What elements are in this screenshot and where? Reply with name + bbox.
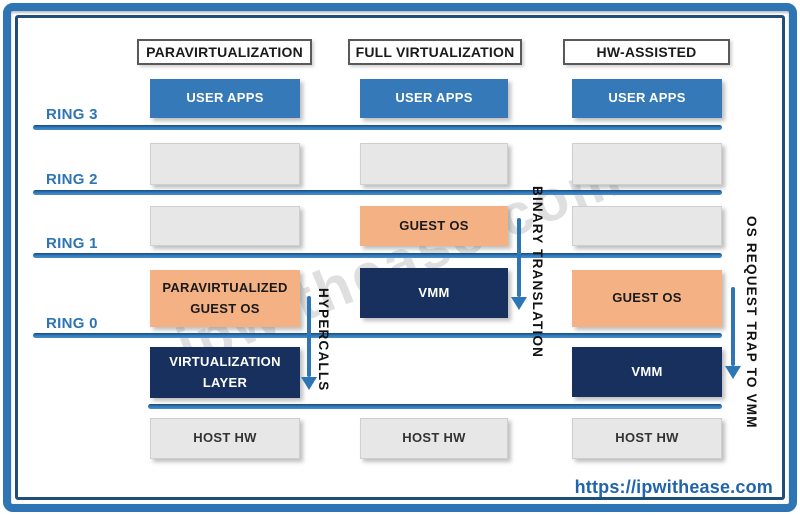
fullvirt-user-apps-box: USER APPS <box>360 79 508 118</box>
column-title-hw-assisted: HW-ASSISTED <box>563 39 730 65</box>
hwassist-ring2-empty-box <box>572 143 722 185</box>
ring-1-label: RING 1 <box>46 235 98 252</box>
hypercalls-arrow-head-icon <box>301 377 317 390</box>
hypercalls-label: HYPERCALLS <box>316 288 331 392</box>
ring-3-label: RING 3 <box>46 106 98 123</box>
column-title-full-virtualization: FULL VIRTUALIZATION <box>348 39 522 65</box>
outer-frame-border <box>3 3 797 512</box>
os-request-trap-arrow-line <box>731 287 735 366</box>
paravirt-user-apps-box: USER APPS <box>150 79 300 118</box>
virtualization-layer-box: VIRTUALIZATION LAYER <box>150 347 300 398</box>
binary-translation-label: BINARY TRANSLATION <box>530 186 545 359</box>
column-title-paravirtualization: PARAVIRTUALIZATION <box>137 39 312 65</box>
hwassist-host-hw-box: HOST HW <box>572 418 722 459</box>
hwassist-vmm-box: VMM <box>572 347 722 397</box>
fullvirt-vmm-box: VMM <box>360 268 508 318</box>
fullvirt-ring2-empty-box <box>360 143 508 185</box>
fullvirt-guest-os-box: GUEST OS <box>360 206 508 246</box>
fullvirt-host-hw-box: HOST HW <box>360 418 508 459</box>
hwassist-user-apps-box: USER APPS <box>572 79 722 118</box>
hardware-boundary-line <box>148 404 722 409</box>
ring-3-line <box>33 125 722 130</box>
paravirt-host-hw-box: HOST HW <box>150 418 300 459</box>
hwassist-ring1-empty-box <box>572 206 722 246</box>
ring-0-line <box>33 333 722 338</box>
os-request-trap-label: OS REQUEST TRAP TO VMM <box>744 216 759 429</box>
paravirt-ring1-empty-box <box>150 206 300 246</box>
hwassist-guest-os-box: GUEST OS <box>572 270 722 327</box>
ring-2-line <box>33 190 722 195</box>
hypercalls-arrow-line <box>307 296 311 377</box>
ring-2-label: RING 2 <box>46 171 98 188</box>
ring-0-label: RING 0 <box>46 315 98 332</box>
ring-1-line <box>33 253 722 258</box>
binary-translation-arrow-head-icon <box>511 297 527 310</box>
inner-frame-border <box>15 15 785 500</box>
paravirtualized-guest-os-box: PARAVIRTUALIZED GUEST OS <box>150 270 300 327</box>
os-request-trap-arrow-head-icon <box>725 366 741 379</box>
paravirt-ring2-empty-box <box>150 143 300 185</box>
binary-translation-arrow-line <box>517 218 521 297</box>
footer-website-link[interactable]: https://ipwithease.com <box>574 477 773 497</box>
